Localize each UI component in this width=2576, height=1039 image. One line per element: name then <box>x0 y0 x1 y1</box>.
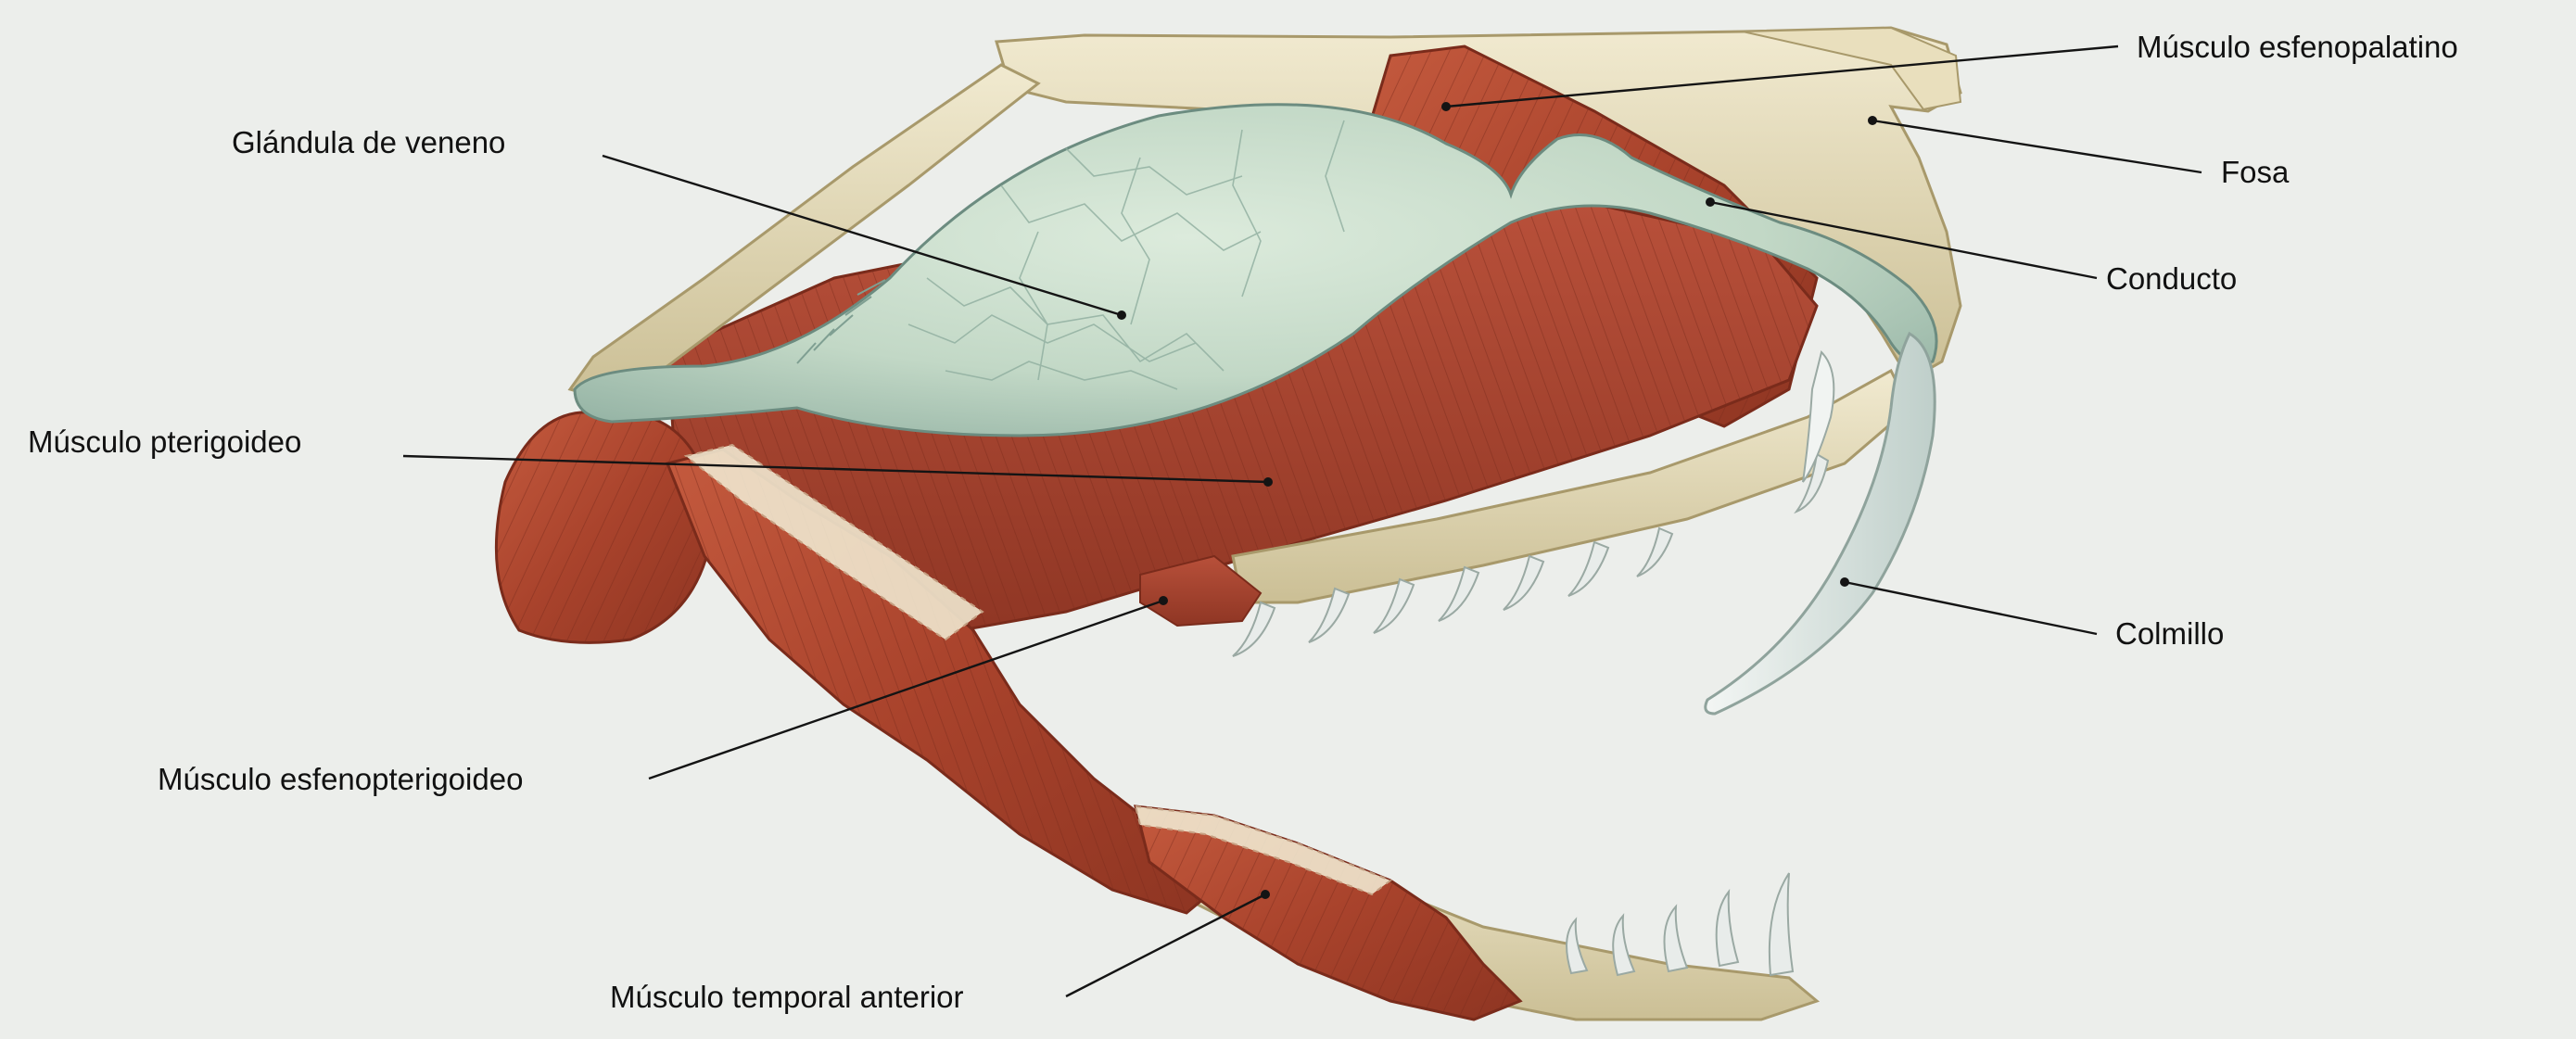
label-musculo-esfenopterigoideo: Músculo esfenopterigoideo <box>158 762 523 796</box>
leader-temporal <box>1066 894 1265 996</box>
label-conducto: Conducto <box>2106 261 2237 296</box>
label-fosa: Fosa <box>2221 155 2290 189</box>
label-musculo-temporal-anterior: Músculo temporal anterior <box>610 980 964 1014</box>
leader-colmillo <box>1845 582 2097 634</box>
label-colmillo: Colmillo <box>2115 616 2224 651</box>
label-glandula-de-veneno: Glándula de veneno <box>232 125 505 159</box>
anatomy-illustration <box>496 28 1961 1020</box>
label-musculo-esfenopalatino: Músculo esfenopalatino <box>2137 30 2458 64</box>
label-musculo-pterigoideo: Músculo pterigoideo <box>28 424 301 459</box>
